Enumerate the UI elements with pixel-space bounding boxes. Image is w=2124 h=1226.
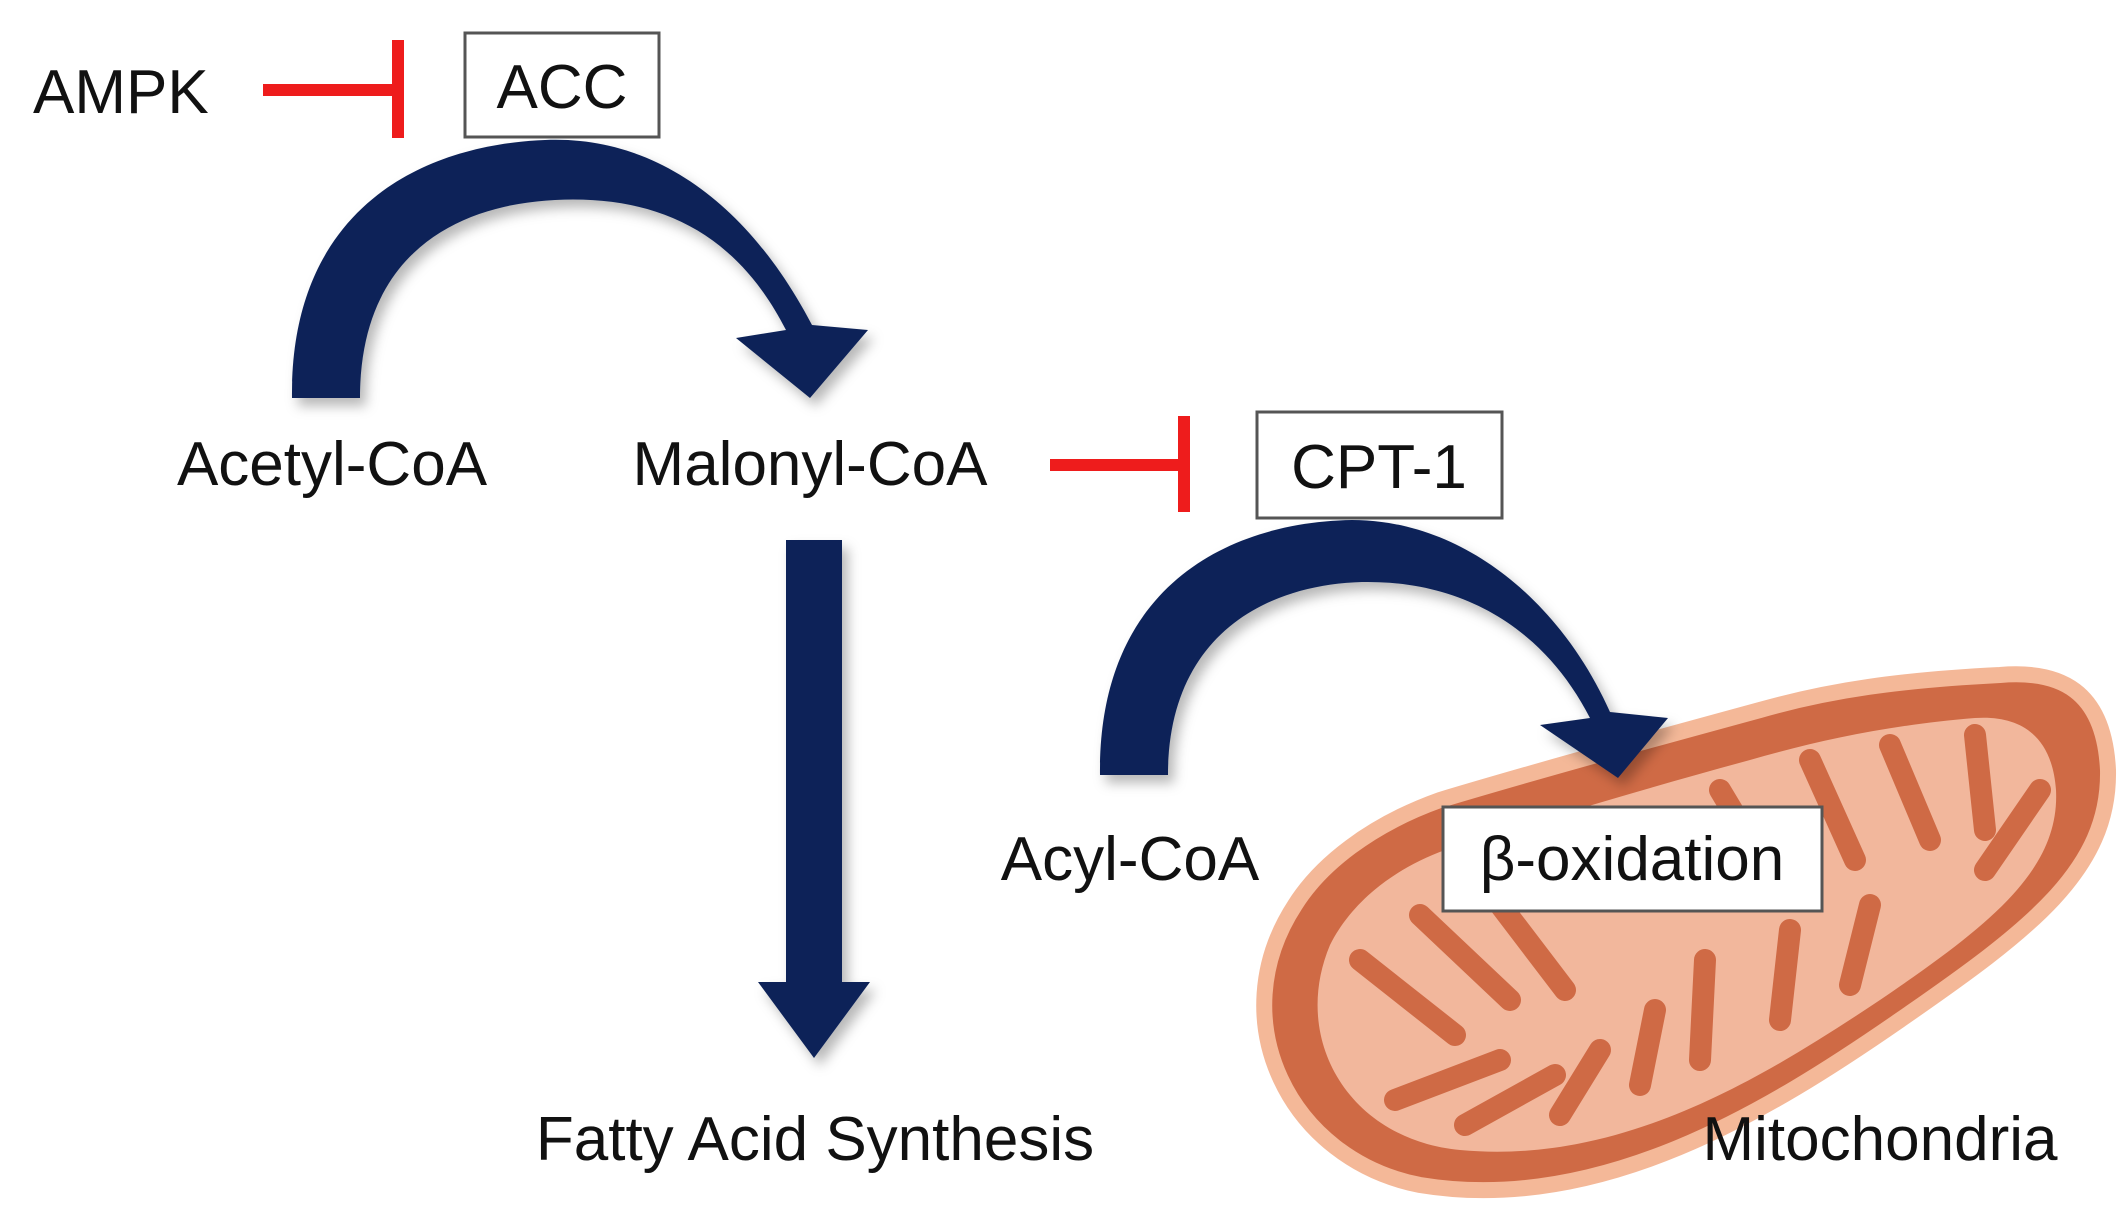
beta-oxidation-label: β-oxidation [1480,825,1785,894]
acyl-coa-label: Acyl-CoA [1001,825,1260,894]
cpt1-label: CPT-1 [1291,433,1467,502]
acc-box [463,31,661,139]
ampk-label: AMPK [33,58,209,127]
acetyl-coa-label: Acetyl-CoA [177,430,488,499]
mitochondria-label: Mitochondria [1703,1105,2058,1174]
cpt1-transport-arrow [1099,520,1668,778]
malonyl-inhibits-cpt1 [1050,416,1190,512]
mitochondrion-inner-matrix [1317,717,2057,1152]
mitochondrion-illustration [1256,666,2117,1199]
acc-label: ACC [497,53,628,122]
acc-conversion-arrow [291,139,869,398]
cpt1-box [1255,410,1504,520]
beta-oxidation-box [1441,805,1824,913]
ampk-inhibits-acc [263,40,404,138]
fatty-acid-synthesis-label: Fatty Acid Synthesis [536,1105,1094,1174]
fatty-acid-synthesis-arrow [758,540,870,1058]
malonyl-coa-label: Malonyl-CoA [633,430,989,499]
